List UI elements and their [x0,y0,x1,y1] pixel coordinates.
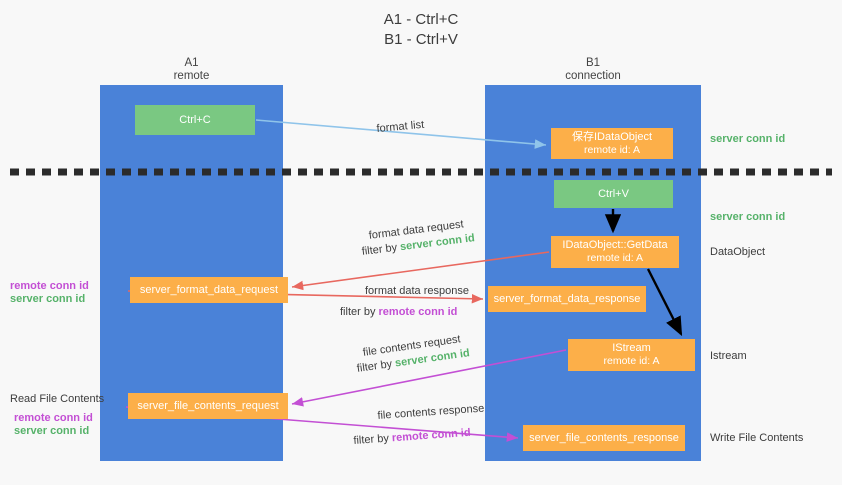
edge-label-format-data-response: format data response [365,285,469,297]
annotation-server-conn-id-1: server conn id [10,293,86,305]
page-title: A1 - Ctrl+C B1 - Ctrl+V [383,11,459,48]
box-istream[interactable]: IStream remote id: A [568,339,695,371]
box-server-format-data-response[interactable]: server_format_data_response [488,286,646,312]
box-server-file-contents-response[interactable]: server_file_contents_response [523,425,685,451]
box-ctrl-c-label: Ctrl+C [179,113,211,126]
annotation-server-conn-id-2: server conn id [14,425,90,437]
box-server-file-contents-request-label: server_file_contents_request [137,399,279,412]
filter-prefix: filter by [356,357,396,375]
filter-prefix: filter by [361,241,401,258]
box-idataobject-getdata-subtitle: remote id: A [586,252,644,264]
filter-prefix: filter by [353,432,393,447]
annotation-istream: Istream [710,350,747,362]
edge-label-format-list: format list [376,118,425,135]
box-ctrl-c[interactable]: Ctrl+C [135,105,255,135]
box-server-format-data-request-label: server_format_data_request [139,283,279,296]
box-save-idataobject-subtitle: remote id: A [583,143,641,156]
edge-label-file-contents-response-filter: filter by remote conn id [353,426,471,448]
box-save-idataobject-title: 保存IDataObject [571,130,653,143]
box-server-format-data-response-label: server_format_data_response [493,292,641,305]
box-ctrl-v[interactable]: Ctrl+V [554,180,673,208]
box-idataobject-getdata[interactable]: IDataObject::GetData remote id: A [551,236,679,268]
annotation-server-conn-id-mid: server conn id [710,211,786,223]
box-server-format-data-request[interactable]: server_format_data_request [130,277,288,303]
filter-value-remote-conn-id: remote conn id [378,306,458,318]
box-istream-subtitle: remote id: A [603,355,660,367]
box-server-file-contents-request[interactable]: server_file_contents_request [128,393,288,419]
box-ctrl-v-label: Ctrl+V [598,187,629,200]
annotation-dataobject: DataObject [710,246,766,258]
filter-prefix: filter by [340,306,379,318]
box-istream-title: IStream [612,342,651,354]
box-server-file-contents-response-label: server_file_contents_response [529,431,679,444]
filter-value-remote-conn-id: remote conn id [391,426,471,445]
box-save-idataobject[interactable]: 保存IDataObject remote id: A [551,128,673,159]
annotation-server-conn-id-top: server conn id [710,133,786,145]
annotation-remote-conn-id-1: remote conn id [10,280,89,292]
edge-label-file-contents-response: file contents response [377,402,485,422]
column-header-b1: B1 connection [565,57,621,82]
annotation-read-file-contents: Read File Contents [10,393,105,405]
annotation-remote-conn-id-2: remote conn id [14,412,93,424]
annotation-write-file-contents: Write File Contents [710,432,804,444]
box-idataobject-getdata-title: IDataObject::GetData [562,239,668,251]
edge-label-format-data-response-filter: filter by remote conn id [340,305,457,319]
column-header-a1: A1 remote [173,57,210,82]
